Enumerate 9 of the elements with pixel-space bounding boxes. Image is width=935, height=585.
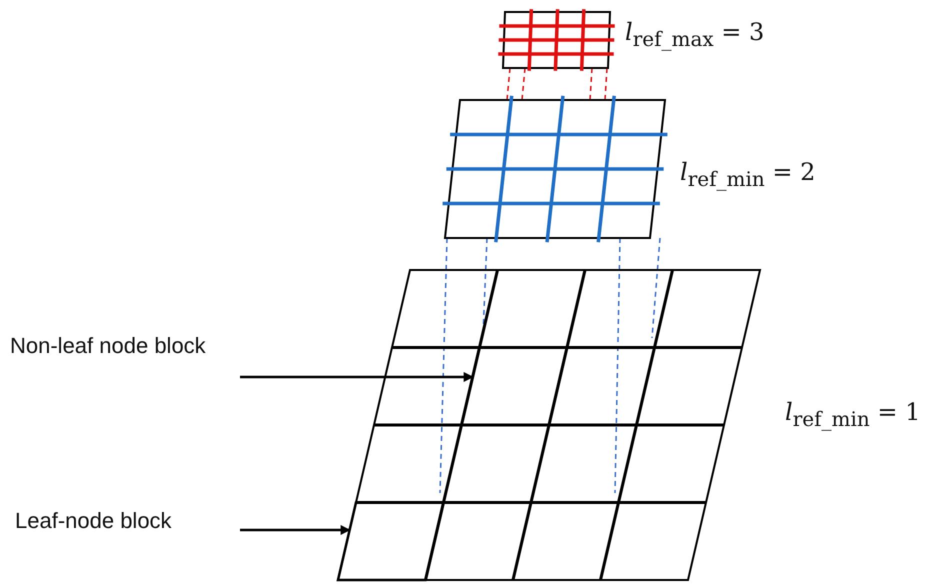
grid-cell xyxy=(460,346,569,426)
grid-cell xyxy=(336,501,446,582)
block-label: Leaf-node block xyxy=(15,508,172,534)
level-label: l$_{ref_min}$ = 2 xyxy=(680,158,816,191)
arrow xyxy=(240,372,474,382)
level-label: l$_{ref_min}$ = 1 xyxy=(785,398,920,431)
arrow xyxy=(240,525,351,535)
level-label: l$_{ref_max}$ = 3 xyxy=(625,18,764,51)
block-label: Non-leaf node block xyxy=(10,333,206,359)
